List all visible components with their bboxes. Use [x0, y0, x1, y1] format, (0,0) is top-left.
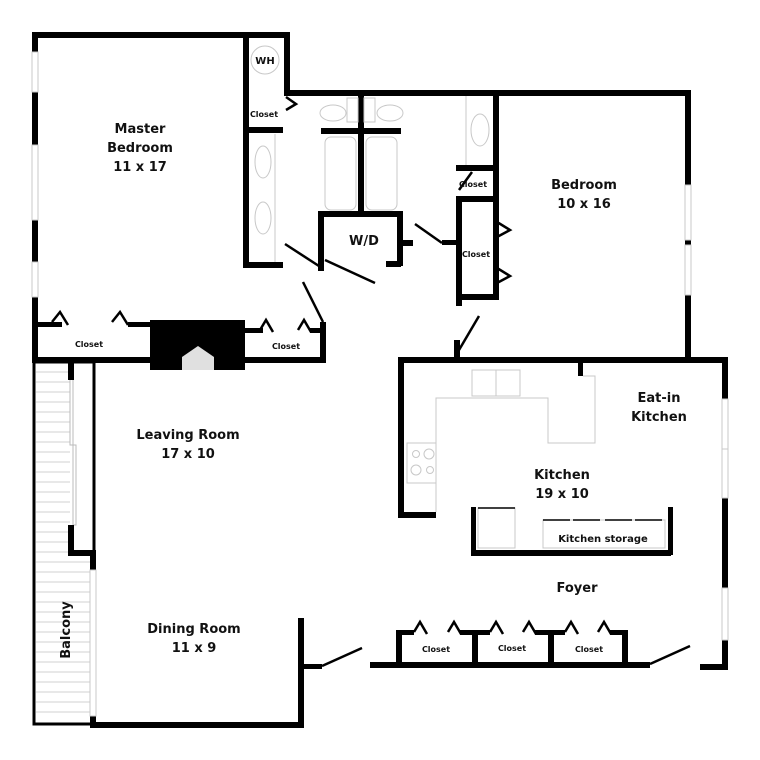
- toilet-icon: [319, 104, 347, 122]
- bathroom-fixtures: [250, 45, 490, 262]
- eat-in-kitchen-label: Eat-in: [638, 391, 681, 406]
- sink-icon: [254, 145, 272, 179]
- sink-icon: [254, 201, 272, 235]
- closet-label: Closet: [250, 110, 278, 119]
- sink-icon: [471, 369, 497, 397]
- washer-dryer-label: W/D: [349, 234, 379, 249]
- stove-icon: [406, 442, 437, 484]
- windows: [31, 51, 729, 717]
- toilet-icon: [376, 104, 404, 122]
- balcony-label: Balcony: [59, 601, 74, 659]
- kitchen-fixtures: [406, 369, 666, 549]
- closet-label: Closet: [272, 342, 300, 351]
- living-room-label: Leaving Room: [136, 428, 239, 443]
- foyer-label: Foyer: [557, 581, 599, 596]
- water-heater-icon: [250, 45, 280, 75]
- closet-label: Closet: [498, 644, 526, 653]
- closet-label: Closet: [422, 645, 450, 654]
- fireplace-icon: [182, 346, 214, 370]
- master-bedroom-label: Bedroom: [107, 141, 173, 156]
- bathtub-icon: [324, 136, 357, 211]
- kitchen-label: Kitchen: [534, 468, 590, 483]
- living-room-size: 17 x 10: [161, 447, 215, 462]
- bathtub-icon: [365, 136, 398, 211]
- bedroom-size: 10 x 16: [557, 197, 611, 212]
- closet-label: Closet: [575, 645, 603, 654]
- master-bedroom-label: Master: [115, 122, 166, 137]
- water-heater-label: WH: [255, 56, 274, 67]
- kitchen-storage-label: Kitchen storage: [558, 534, 648, 545]
- doors: [51, 95, 691, 668]
- closet-label: Closet: [462, 250, 490, 259]
- bedroom-label: Bedroom: [551, 178, 617, 193]
- closet-label: Closet: [75, 340, 103, 349]
- master-bedroom-size: 11 x 17: [113, 160, 167, 175]
- dining-room-label: Dining Room: [147, 622, 240, 637]
- eat-in-kitchen-label: Kitchen: [631, 410, 687, 425]
- dining-room-size: 11 x 9: [172, 641, 217, 656]
- balcony-area: [32, 360, 96, 726]
- closet-label: Closet: [459, 180, 487, 189]
- sink-icon: [470, 113, 490, 147]
- kitchen-size: 19 x 10: [535, 487, 589, 502]
